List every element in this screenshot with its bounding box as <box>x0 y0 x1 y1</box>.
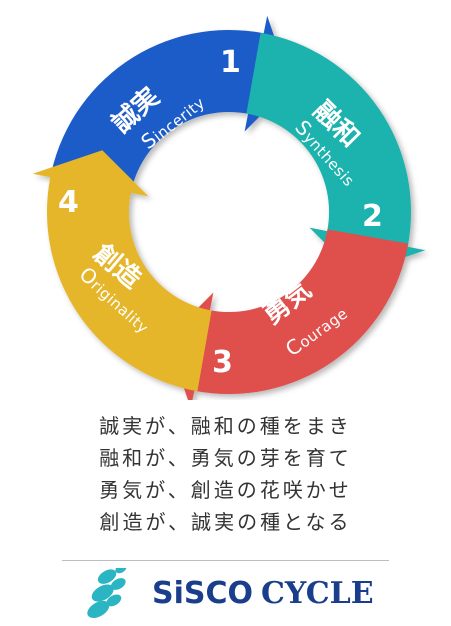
cycle-diagram: 誠実 Sincerity 1 融和 Synthesis 2 勇気 Courage… <box>32 15 426 400</box>
segment-courage-number: 3 <box>212 345 233 380</box>
brand-name-part2: CYCLE <box>261 576 374 611</box>
motto-line: 勇気が、創造の花咲かせ <box>99 478 352 502</box>
motto-line: 創造が、誠実の種となる <box>99 510 352 534</box>
segment-synthesis-number: 2 <box>362 199 383 234</box>
segment-synthesis-arrow <box>246 32 426 274</box>
sisco-logo-icon <box>87 568 127 618</box>
brand-name-part1: SiSCO <box>152 576 254 611</box>
segment-originality-arrow <box>32 150 212 392</box>
segment-originality-number: 4 <box>58 185 79 220</box>
segment-sincerity-arrow <box>49 15 291 195</box>
divider <box>62 560 389 561</box>
segment-courage-arrow <box>167 229 409 400</box>
motto-line: 融和が、勇気の芽を育て <box>99 446 352 470</box>
segment-sincerity-number: 1 <box>220 45 241 80</box>
motto-text: 誠実が、融和の種をまき 融和が、勇気の芽を育て 勇気が、創造の花咲かせ 創造が、… <box>0 410 451 538</box>
motto-line: 誠実が、融和の種をまき <box>99 414 352 438</box>
